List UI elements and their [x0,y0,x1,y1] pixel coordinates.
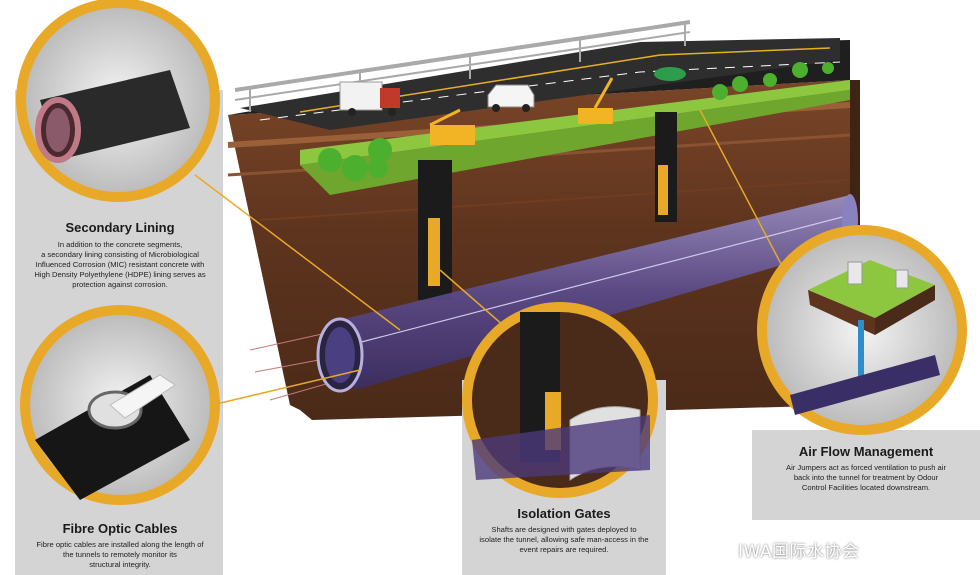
isolation-gates-line: event repairs are required. [519,545,609,554]
air-flow-line: Control Facilities located downstream. [801,483,931,492]
trees [318,62,834,181]
air-flow-description: Air Jumpers act as forced ventilation to… [758,463,974,493]
vehicles [339,67,686,145]
air-flow-lens [752,225,980,520]
isolation-gates-lens [462,302,666,575]
secondary-lining-line: High Density Polyethylene (HDPE) lining … [34,270,206,279]
guard-rail [234,20,691,112]
secondary-lining-description: In addition to the concrete segments, a … [18,240,222,290]
fibre-optic-description: Fibre optic cables are installed along t… [18,540,222,570]
fibre-optic-line: structural integrity. [89,560,151,569]
secondary-lining-line: Influenced Corrosion (MIC) resistant con… [35,260,205,269]
watermark-text: IWA国际水协会 [738,542,860,562]
secondary-lining-line: protection against corrosion. [72,280,168,289]
secondary-lining-line: a secondary lining consisting of Microbi… [41,250,199,259]
fibre-optic-line: the tunnels to remotely monitor its [63,550,177,559]
fibre-optic-line: Fibre optic cables are installed along t… [36,540,204,549]
air-flow-line: Air Jumpers act as forced ventilation to… [786,463,946,472]
shafts [418,112,677,300]
fibre-optic-lens [20,305,220,505]
air-flow-line: back into the tunnel for treatment by Od… [793,473,939,482]
isolation-gates-description: Shafts are designed with gates deployed … [462,525,666,555]
fibre-optic-title: Fibre Optic Cables [62,521,178,536]
isolation-gates-line: Shafts are designed with gates deployed … [491,525,637,534]
secondary-lining-line: In addition to the concrete segments, [57,240,183,249]
isolation-gates-line: isolate the tunnel, allowing safe man-ac… [479,535,649,544]
isolation-gates-title: Isolation Gates [517,506,611,521]
secondary-lining-title: Secondary Lining [65,220,175,235]
wechat-icon [708,538,734,558]
secondary-lining-lens [16,0,220,202]
air-flow-title: Air Flow Management [798,444,934,459]
